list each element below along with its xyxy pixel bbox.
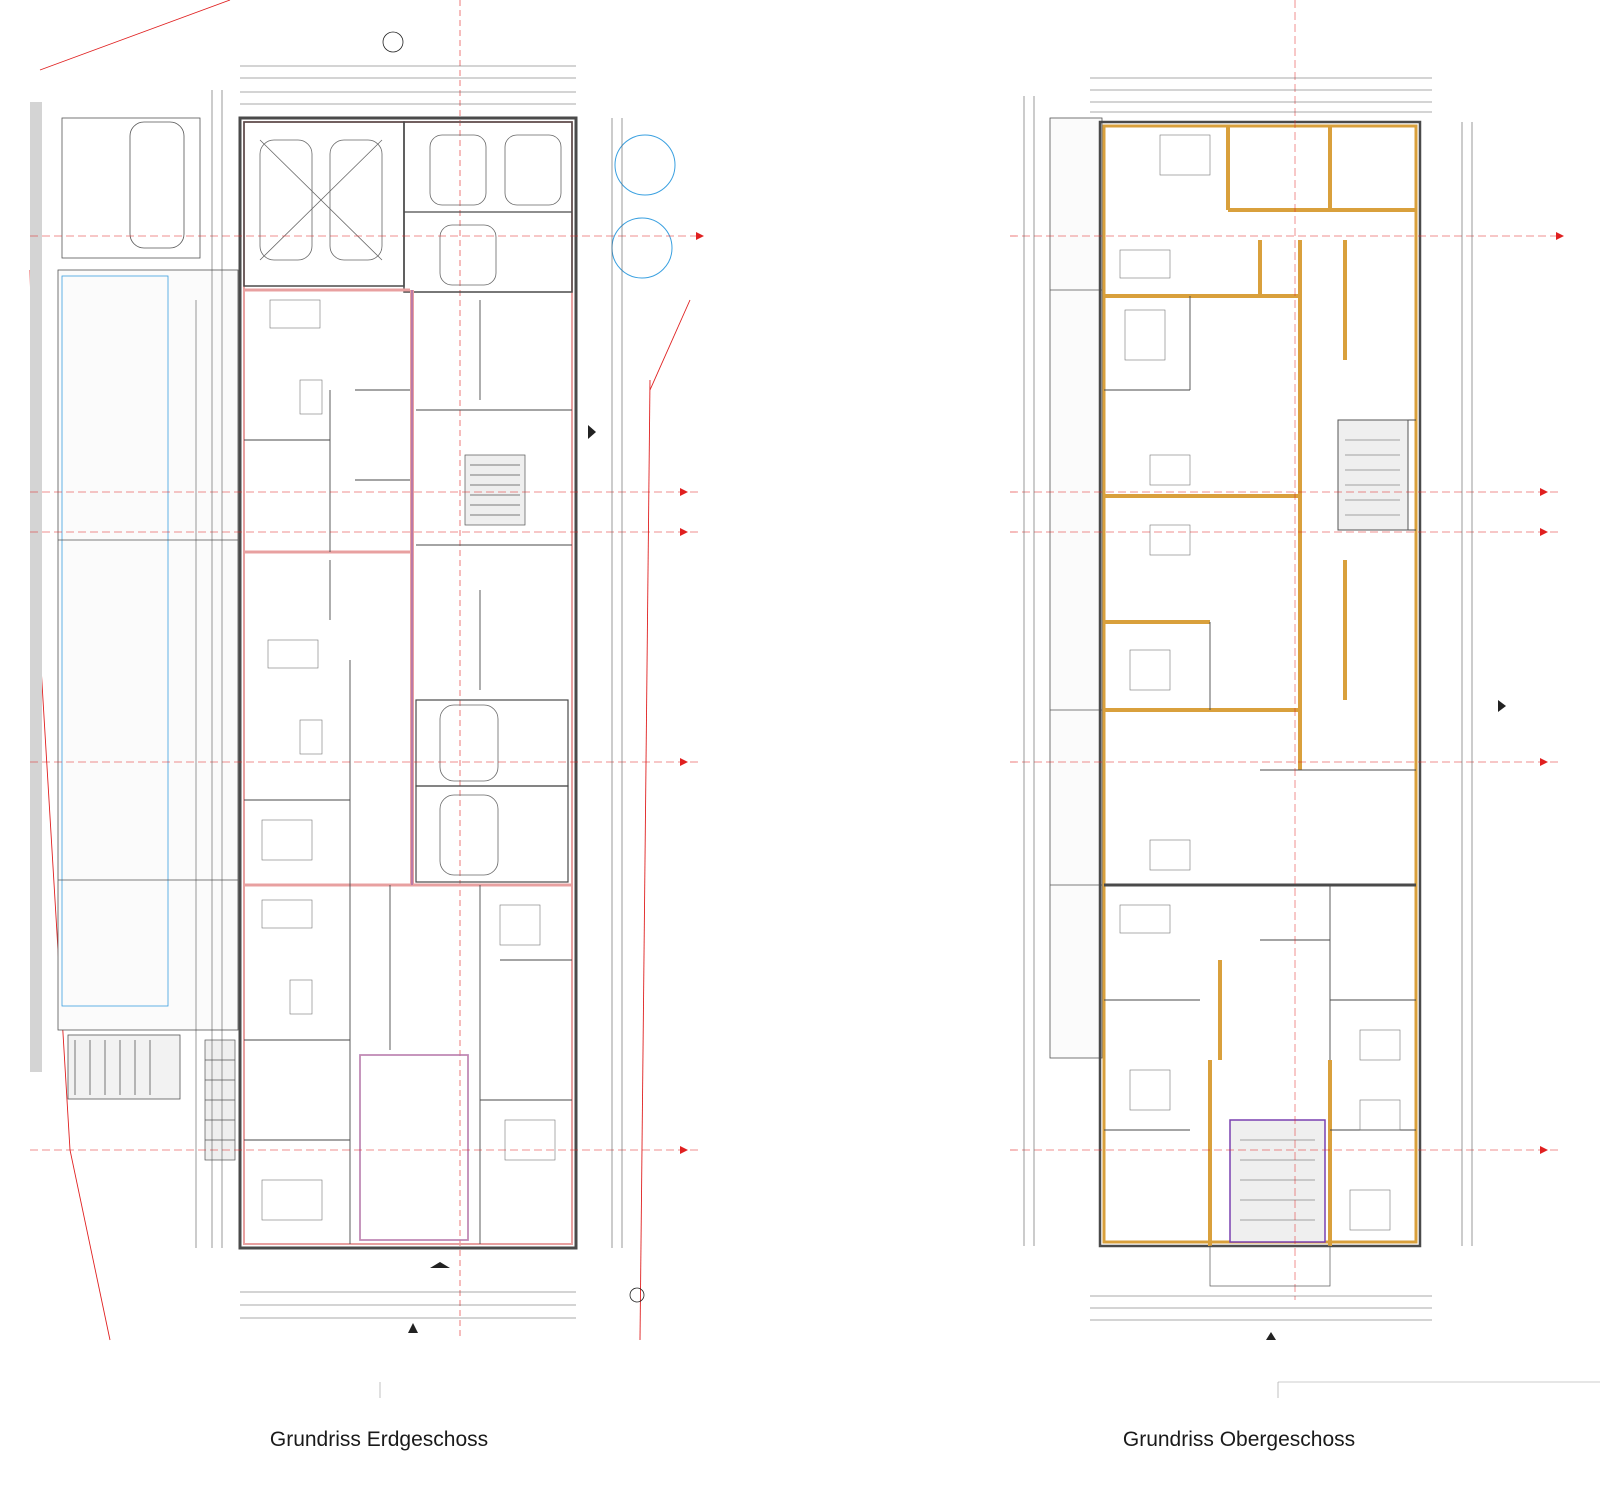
axis-lines xyxy=(1010,0,1560,1300)
dimension-lines xyxy=(1023,77,1473,1321)
ground-floor-walls xyxy=(238,116,578,1250)
ground-floor-caption: Grundriss Erdgeschoss xyxy=(269,1428,489,1451)
north-arrow-icon xyxy=(1266,700,1506,1340)
car-outline-icon xyxy=(259,134,562,876)
upper-floor-plan xyxy=(1010,0,1564,1340)
sheet-frame xyxy=(379,1381,1600,1398)
upper-floor-walls xyxy=(1098,120,1422,1248)
stair-icon xyxy=(1240,439,1400,1221)
furniture xyxy=(1119,134,1401,1231)
tree-circle-icon xyxy=(611,134,676,279)
entrance-area xyxy=(1209,1245,1331,1287)
dimension-lines xyxy=(195,65,623,1319)
axis-marker-icon xyxy=(680,232,704,1154)
north-arrow-icon xyxy=(382,31,645,1333)
ground-floor-plan xyxy=(29,0,704,1341)
axis-lines xyxy=(30,235,700,1151)
balcony-strip xyxy=(1049,117,1103,1059)
upper-floor-caption: Grundriss Obergeschoss xyxy=(1122,1428,1356,1451)
terrace-area xyxy=(57,117,239,1100)
furniture xyxy=(261,299,556,1221)
road-strip xyxy=(30,102,42,1072)
axis-marker-icon xyxy=(1540,232,1564,1154)
stair-icon xyxy=(204,454,526,1161)
